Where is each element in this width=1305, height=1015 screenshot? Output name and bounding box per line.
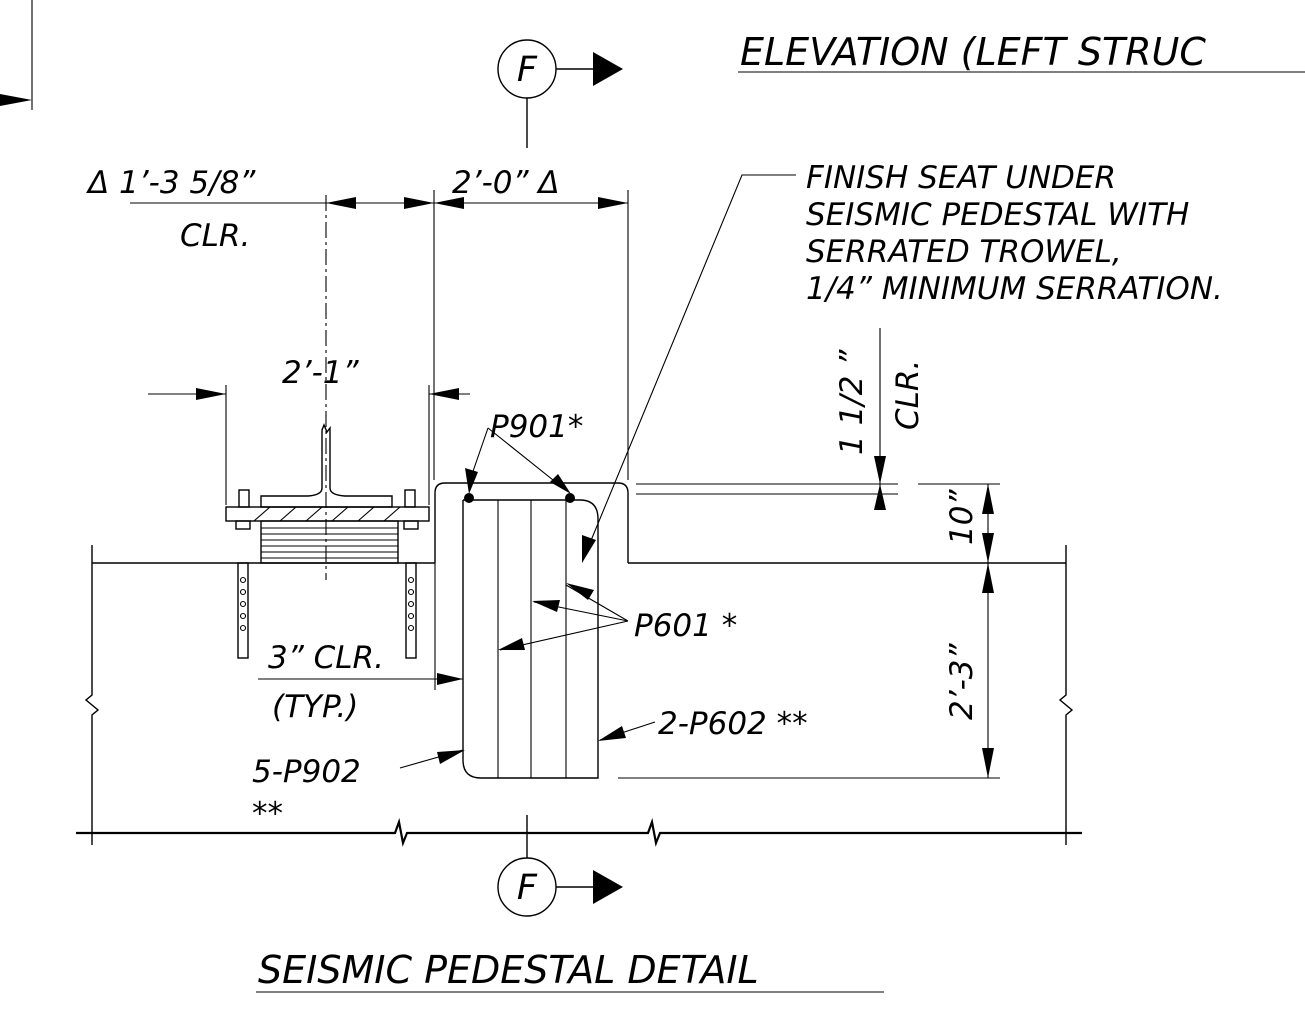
dim-side-clear: 3” CLR. (TYP.): [258, 563, 463, 725]
callout-p602: 2-P602 **: [598, 706, 808, 742]
svg-text:P601 *: P601 *: [634, 608, 737, 644]
svg-text:**: **: [252, 796, 283, 832]
svg-text:10”: 10”: [944, 489, 980, 545]
svg-text:F: F: [517, 50, 538, 90]
svg-text:CLR.: CLR.: [180, 218, 250, 254]
section-marker-top: F: [497, 39, 623, 148]
dim-pedestal-top-width: 2’-0” Δ: [433, 165, 629, 480]
left-edge-fragment: [0, 0, 33, 110]
dim-cover-top: 1 1/2 ” CLR.: [636, 328, 926, 510]
svg-text:2’-0” Δ: 2’-0” Δ: [452, 165, 560, 201]
svg-text:2’-3”: 2’-3”: [944, 643, 980, 720]
dim-clear-left: Δ 1’-3 5/8” CLR.: [86, 165, 434, 254]
callout-p901: P901*: [465, 409, 583, 494]
dim-vertical-right: 10” 2’-3”: [618, 483, 1000, 779]
bearing-assembly: [225, 423, 430, 659]
svg-text:P901*: P901*: [490, 409, 583, 445]
svg-text:3” CLR.: 3” CLR.: [268, 640, 384, 676]
svg-text:SEISMIC PEDESTAL WITH: SEISMIC PEDESTAL WITH: [806, 197, 1189, 233]
svg-text:CLR.: CLR.: [890, 360, 926, 430]
elevation-title: ELEVATION (LEFT STRUC: [740, 30, 1206, 74]
finish-seat-note: FINISH SEAT UNDER SEISMIC PEDESTAL WITH …: [582, 160, 1223, 563]
svg-text:1 1/2 ”: 1 1/2 ”: [834, 349, 870, 455]
seismic-pedestal: [434, 482, 629, 779]
svg-text:SERRATED TROWEL,: SERRATED TROWEL,: [806, 234, 1122, 270]
svg-text:5-P902: 5-P902: [252, 754, 361, 790]
dim-plate-width: 2’-1”: [148, 355, 470, 505]
svg-text:2’-1”: 2’-1”: [282, 355, 359, 391]
section-marker-bottom: F: [497, 815, 623, 917]
callout-p601: P601 *: [498, 583, 737, 651]
svg-text:2-P602 **: 2-P602 **: [658, 706, 808, 742]
svg-text:(TYP.): (TYP.): [272, 689, 358, 725]
svg-text:Δ 1’-3 5/8”: Δ 1’-3 5/8”: [86, 165, 256, 201]
svg-text:1/4” MINIMUM SERRATION.: 1/4” MINIMUM SERRATION.: [806, 271, 1223, 307]
detail-title: SEISMIC PEDESTAL DETAIL: [258, 948, 759, 992]
svg-text:F: F: [517, 868, 538, 908]
callout-p902: 5-P902 **: [252, 749, 465, 832]
svg-text:FINISH SEAT UNDER: FINISH SEAT UNDER: [806, 160, 1116, 196]
